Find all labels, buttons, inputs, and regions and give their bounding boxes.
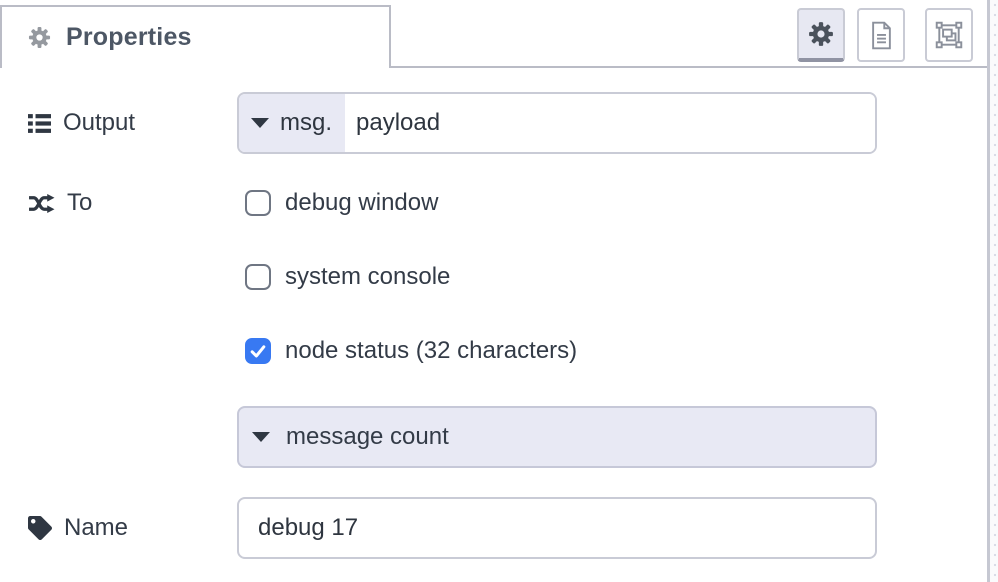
node-status-checkbox[interactable] [245, 338, 271, 364]
output-type-select-button[interactable]: msg. [239, 94, 345, 152]
list-icon [28, 113, 51, 134]
status-type-select-button[interactable]: message count [237, 406, 877, 468]
panel-right-border [987, 0, 990, 582]
debug-window-checkbox[interactable] [245, 190, 271, 216]
system-console-label: system console [285, 263, 451, 290]
checkbox-row-node-status[interactable]: node status (32 characters) [245, 336, 577, 366]
appearance-icon [935, 21, 963, 49]
tabbar-bottom-border [391, 66, 987, 68]
document-icon [868, 21, 895, 50]
tag-icon [28, 516, 52, 540]
shuffle-icon [28, 192, 55, 215]
name-input[interactable] [237, 497, 877, 559]
description-tab-button[interactable] [857, 8, 905, 62]
status-type-value: message count [286, 423, 449, 450]
appearance-tab-button[interactable] [925, 8, 973, 62]
chevron-down-icon [252, 432, 270, 442]
output-property-input[interactable] [345, 94, 875, 152]
checkbox-row-debug-window[interactable]: debug window [245, 188, 438, 218]
output-label: Output [63, 109, 136, 136]
tab-properties[interactable]: Properties [0, 5, 391, 68]
to-label-row: To [28, 188, 92, 218]
workspace-grid-strip [990, 0, 998, 582]
gear-icon [28, 26, 51, 49]
chevron-down-icon [251, 118, 269, 128]
properties-tab-button[interactable] [797, 8, 845, 62]
output-label-row: Output [28, 92, 135, 154]
output-type-prefix: msg. [280, 109, 333, 136]
node-status-label: node status (32 characters) [285, 337, 578, 364]
output-typed-input: msg. [237, 92, 877, 154]
tab-properties-label: Properties [66, 23, 192, 51]
to-label: To [67, 189, 93, 216]
checkbox-row-system-console[interactable]: system console [245, 262, 450, 292]
system-console-checkbox[interactable] [245, 264, 271, 290]
gear-icon [808, 21, 834, 47]
debug-window-label: debug window [285, 189, 439, 216]
name-label: Name [64, 514, 129, 541]
name-label-row: Name [28, 497, 128, 559]
